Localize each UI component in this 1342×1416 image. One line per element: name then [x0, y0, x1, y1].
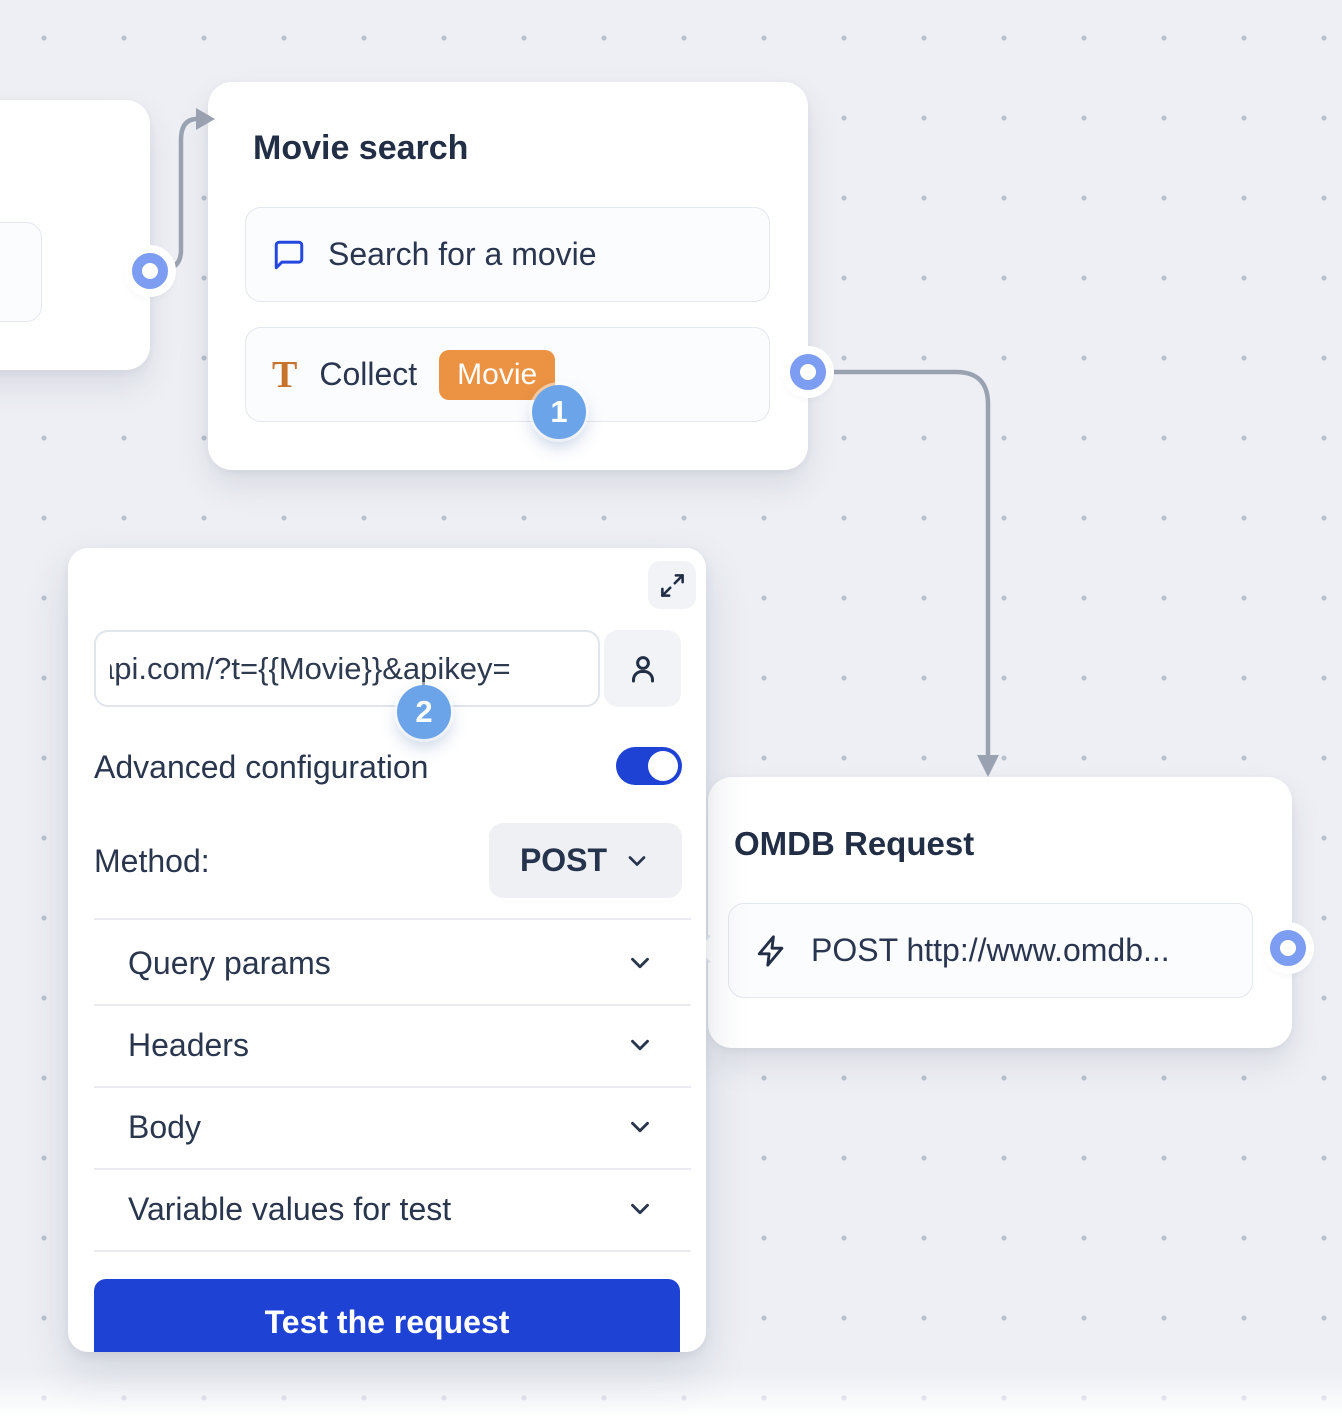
test-request-button[interactable]: Test the request — [94, 1279, 680, 1352]
step-badge-2: 2 — [397, 685, 451, 739]
method-dropdown[interactable]: POST — [489, 823, 682, 898]
section-label: Headers — [128, 1027, 249, 1063]
advanced-configuration-label: Advanced configuration — [94, 749, 429, 785]
row-label: Collect — [319, 356, 418, 392]
chevron-down-icon — [625, 1030, 655, 1060]
section-body[interactable]: Body — [94, 1086, 691, 1168]
advanced-configuration-toggle[interactable] — [616, 747, 682, 785]
divider — [94, 1004, 691, 1006]
toggle-knob — [648, 751, 678, 781]
step-badge-1: 1 — [532, 385, 586, 439]
output-port[interactable] — [132, 253, 168, 289]
movie-search-row-collect[interactable]: T Collect Movie — [245, 327, 770, 422]
divider — [94, 1086, 691, 1088]
method-label: Method: — [94, 843, 210, 879]
person-icon — [624, 650, 662, 688]
expand-button[interactable] — [648, 561, 696, 609]
omdb-request-title: OMDB Request — [734, 825, 975, 862]
divider — [94, 918, 691, 920]
section-query-params[interactable]: Query params — [94, 922, 691, 1004]
omdb-request-node[interactable]: OMDB Request POST http://www.omdb... — [708, 777, 1292, 1048]
section-variable-values[interactable]: Variable values for test — [94, 1168, 691, 1250]
chevron-down-icon — [625, 1194, 655, 1224]
method-value: POST — [519, 842, 608, 878]
divider — [94, 1168, 691, 1170]
omdb-request-output-port[interactable] — [1270, 930, 1306, 966]
partial-node-row[interactable] — [0, 222, 42, 322]
webhook-editor-panel: Advanced configuration Method: POST Quer… — [68, 548, 706, 1352]
section-label: Query params — [128, 945, 331, 981]
movie-search-node[interactable]: Movie search Search for a movie T Collec… — [208, 82, 808, 470]
section-label: Body — [128, 1109, 201, 1145]
expand-icon — [659, 572, 686, 599]
chat-bubble-icon — [272, 238, 306, 272]
row-label: Search for a movie — [328, 236, 597, 272]
variable-badge-movie[interactable]: Movie — [439, 349, 556, 400]
variables-button[interactable] — [604, 630, 681, 707]
section-headers[interactable]: Headers — [94, 1004, 691, 1086]
row-label: POST http://www.omdb... — [811, 932, 1170, 968]
request-url-input[interactable] — [94, 630, 600, 707]
lightning-icon — [755, 934, 789, 968]
partial-node-card[interactable] — [0, 100, 150, 370]
movie-search-row-message[interactable]: Search for a movie — [245, 207, 770, 302]
movie-search-output-port[interactable] — [790, 354, 826, 390]
section-label: Variable values for test — [128, 1191, 452, 1227]
bottom-fade — [0, 1372, 1342, 1416]
omdb-request-row[interactable]: POST http://www.omdb... — [728, 903, 1253, 998]
chevron-down-icon — [625, 948, 655, 978]
text-icon: T — [272, 353, 298, 396]
movie-search-title: Movie search — [253, 129, 469, 167]
chevron-down-icon — [625, 1112, 655, 1142]
divider — [94, 1250, 691, 1252]
chevron-down-icon — [623, 847, 651, 875]
